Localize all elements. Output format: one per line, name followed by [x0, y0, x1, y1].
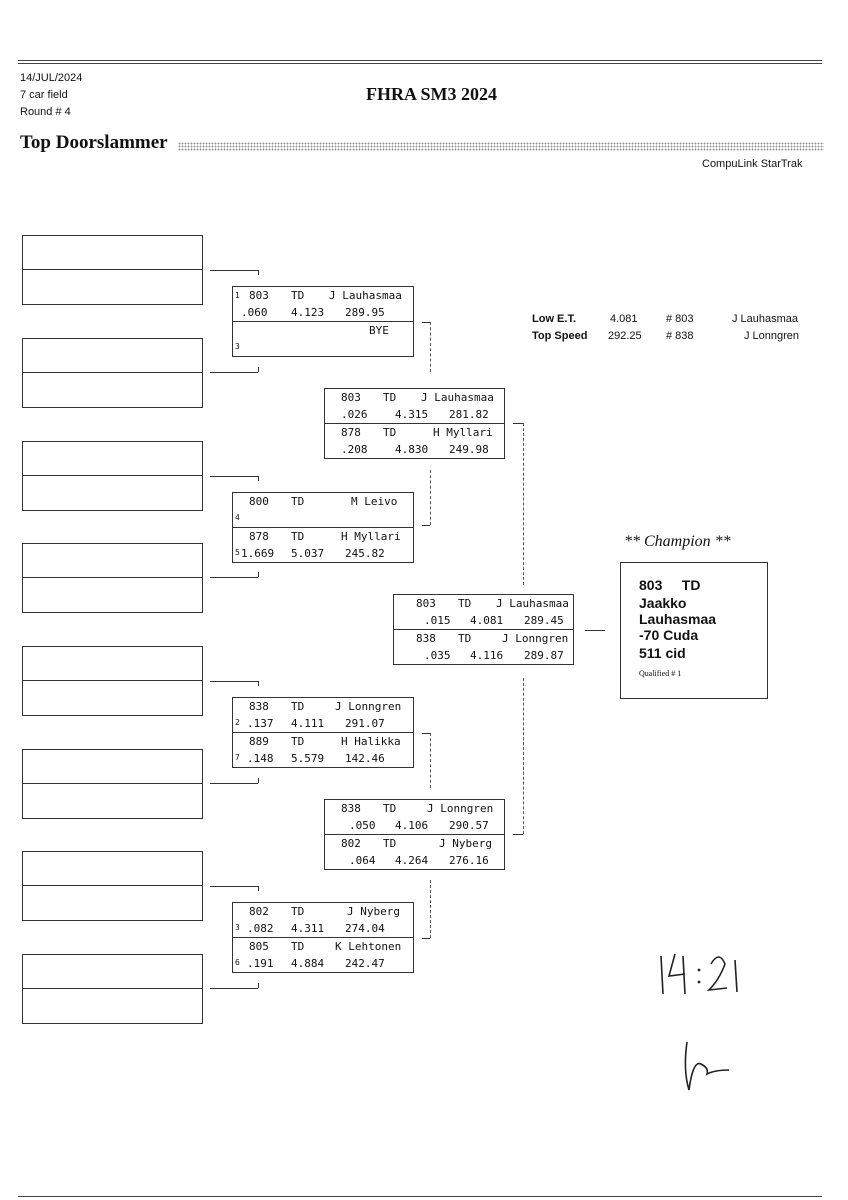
top-rule — [18, 60, 822, 61]
handwritten-time — [660, 953, 738, 1091]
entry-box — [22, 646, 203, 716]
low-et-car: # 803 — [666, 313, 694, 325]
low-et-value: 4.081 — [610, 313, 638, 325]
champion-car-class: 803 TD — [639, 577, 701, 593]
champion-box: 803 TD Jaakko Lauhasmaa -70 Cuda 511 cid… — [620, 562, 768, 699]
top-speed-driver: J Lonngren — [744, 330, 800, 342]
round-number: Round # 4 — [20, 106, 71, 118]
race-entry: 3 BYE — [233, 321, 413, 356]
champion-name: Jaakko Lauhasmaa — [639, 595, 717, 627]
champion-engine: 511 cid — [639, 645, 686, 661]
low-et-label: Low E.T. — [532, 313, 576, 325]
entry-box — [22, 851, 203, 921]
champion-car: -70 Cuda — [639, 627, 699, 643]
champion-heading: ** Champion ** — [624, 533, 731, 550]
entry-box — [22, 954, 203, 1024]
low-et-driver: J Lauhasmaa — [732, 313, 799, 325]
champion-qualified: Qualified # 1 — [639, 669, 682, 678]
entry-box — [22, 441, 203, 511]
entry-box — [22, 543, 203, 613]
entry-box — [22, 338, 203, 408]
entry-box — [22, 749, 203, 819]
top-speed-value: 292.25 — [608, 330, 642, 342]
top-speed-label: Top Speed — [532, 330, 588, 342]
bottom-rule — [18, 1196, 822, 1197]
title-dotted-rule — [178, 142, 824, 151]
class-title: Top Doorslammer — [20, 132, 168, 153]
top-speed-car: # 838 — [666, 330, 694, 342]
entry-box — [22, 235, 203, 305]
header-meta: 14/JUL/2024 7 car field Round # 4 — [20, 70, 82, 121]
event-title: FHRA SM3 2024 — [366, 84, 498, 104]
stats-block: Low E.T. 4.081 # 803 J Lauhasmaa Top Spe… — [532, 313, 832, 347]
field-size: 7 car field — [20, 89, 68, 101]
event-date: 14/JUL/2024 — [20, 72, 83, 84]
top-rule-2 — [18, 63, 822, 64]
software-brand: CompuLink StarTrak — [702, 158, 803, 170]
